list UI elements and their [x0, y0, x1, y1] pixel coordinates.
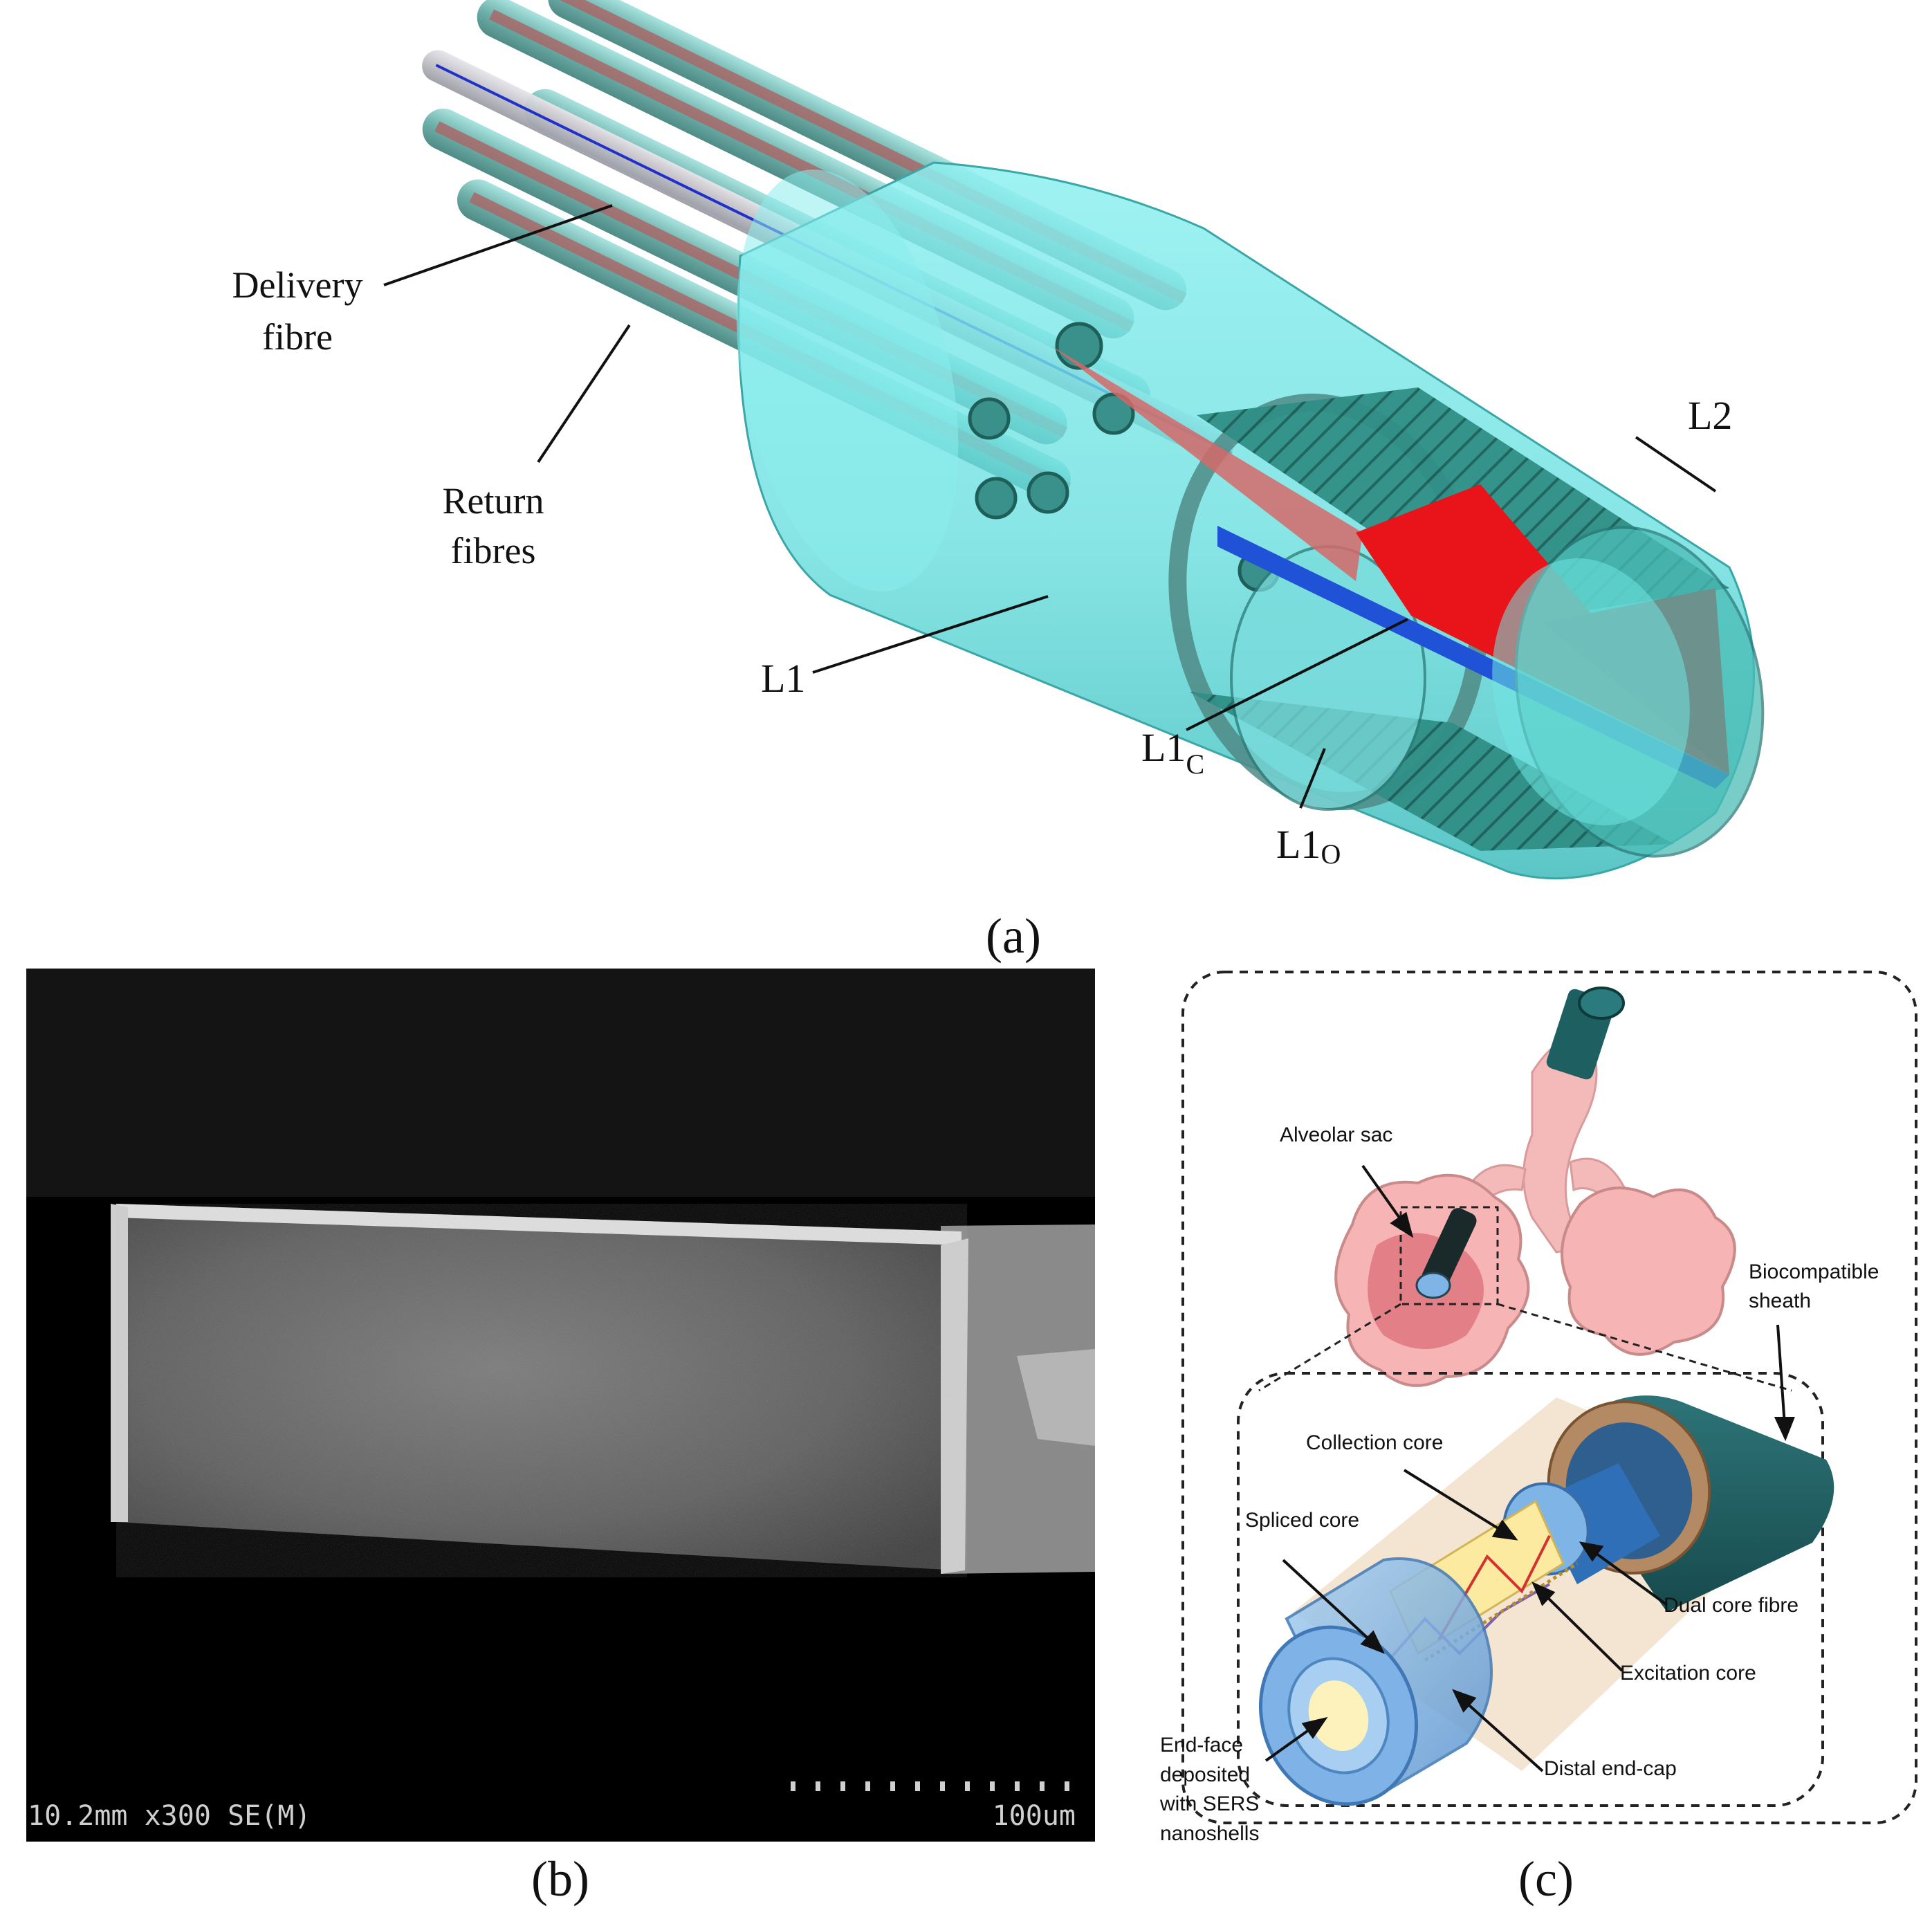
label-delivery-fibre-2: fibre	[262, 316, 333, 358]
fibre-end-faces	[968, 322, 1280, 592]
label-dual-core-fibre: Dual core fibre	[1664, 1594, 1798, 1617]
sem-scale-label: 100um	[993, 1800, 1076, 1832]
label-spliced-core: Spliced core	[1245, 1509, 1359, 1532]
sers-end-face	[1308, 1680, 1369, 1751]
label-l1: L1	[761, 656, 805, 701]
probe-assembly	[1258, 1395, 1834, 1806]
label-endface-1: End-face	[1160, 1734, 1243, 1757]
label-l1c: L1C	[1141, 725, 1204, 780]
probe-in-sac	[1422, 1208, 1477, 1290]
label-distal-end-cap: Distal end-cap	[1544, 1757, 1677, 1780]
label-delivery-fibre-1: Delivery	[232, 264, 363, 306]
panel-a: Delivery fibre Return fibres L1 L2 L1C L…	[232, 0, 1765, 964]
caption-b: (b)	[531, 1851, 589, 1907]
outer-dashed-frame	[1181, 971, 1917, 1824]
annotation-arrows	[1264, 1164, 1795, 1772]
label-return-fibres-1: Return	[443, 480, 544, 522]
label-biocompatible-1: Biocompatible	[1749, 1260, 1879, 1283]
panel-b: 10.2mm x300 SE(M) 100um (b)	[26, 969, 1095, 1907]
inner-dashed-frame	[1237, 1372, 1824, 1807]
caption-a: (a)	[986, 908, 1041, 964]
red-cone-collection	[1051, 346, 1363, 581]
label-excitation-core: Excitation core	[1620, 1662, 1756, 1685]
label-endface-2: deposited	[1160, 1763, 1250, 1786]
label-biocompatible-2: sheath	[1749, 1290, 1811, 1312]
panel-c: Alveolar sac Biocompatible sheath Collec…	[1159, 971, 1917, 1907]
label-l1o: L1O	[1276, 822, 1341, 870]
fibre-shaft	[941, 1225, 1095, 1574]
label-return-fibres-2: fibres	[451, 530, 536, 571]
sem-scale-bar	[791, 1781, 1069, 1791]
label-endface-4: nanoshells	[1160, 1822, 1259, 1845]
label-alveolar-sac: Alveolar sac	[1280, 1124, 1392, 1146]
right-alveoli	[1561, 1186, 1736, 1356]
alveolar-sac	[1334, 1173, 1530, 1387]
label-collection-core: Collection core	[1306, 1431, 1443, 1454]
caption-c: (c)	[1518, 1851, 1574, 1907]
label-endface-3: with SERS	[1159, 1792, 1259, 1815]
sem-info-text: 10.2mm x300 SE(M)	[28, 1800, 311, 1832]
zoom-box	[1399, 1206, 1499, 1305]
lens-l2	[1492, 526, 1765, 858]
label-leader-lines	[383, 204, 1717, 809]
label-l2: L2	[1688, 393, 1732, 438]
airway-illustration	[1465, 987, 1627, 1254]
